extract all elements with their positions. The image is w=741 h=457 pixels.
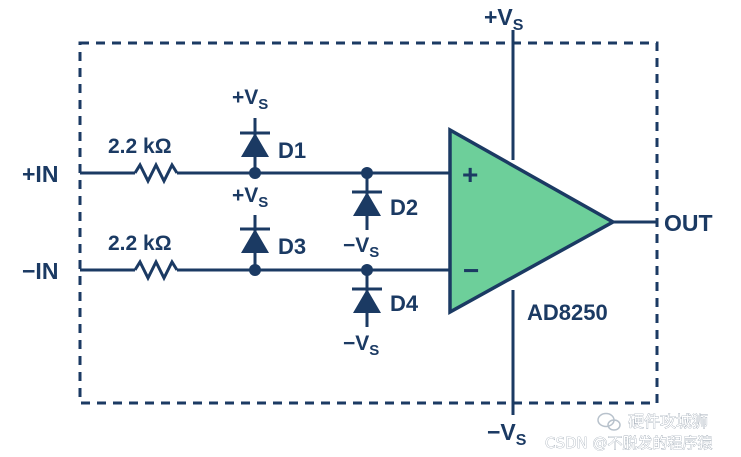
d4-junction [361,264,373,276]
resistor-1-label: 2.2 kΩ [108,135,172,158]
opamp-minus-label: − [463,255,479,286]
neg-input-label: −IN [22,258,58,284]
opamp-part-label: AD8250 [527,300,608,325]
d2-label: D2 [390,195,418,220]
watermark-source: CSDN @不脱发的程序猿 [545,434,713,452]
pos-input-label: +IN [22,161,58,187]
d2-supply-label: −VS [343,234,379,261]
output-label: OUT [664,210,713,236]
d3-label: D3 [278,234,306,259]
resistor-1 [133,161,179,185]
supply-bottom-label: −VS [487,419,527,449]
d1-triangle [241,133,269,157]
opamp-triangle [448,127,617,315]
resistor-2 [133,258,179,282]
d1-label: D1 [278,138,306,163]
opamp-plus-label: + [462,159,478,190]
watermark: 硬件攻城狮 CSDN @不脱发的程序猿 [545,412,713,453]
d2-junction [361,167,373,179]
wechat-icon [597,412,621,431]
d3-triangle [241,229,269,253]
supply-top-label: +VS [484,4,524,34]
resistor-2-label: 2.2 kΩ [108,232,172,255]
d4-label: D4 [390,291,419,316]
d2-triangle [353,192,381,216]
d1-supply-label: +VS [232,86,268,113]
watermark-text: 硬件攻城狮 [628,412,708,431]
d4-supply-label: −VS [343,332,379,359]
d1-junction [249,167,261,179]
d3-supply-label: +VS [232,184,268,211]
d3-junction [249,264,261,276]
d4-triangle [353,289,381,313]
